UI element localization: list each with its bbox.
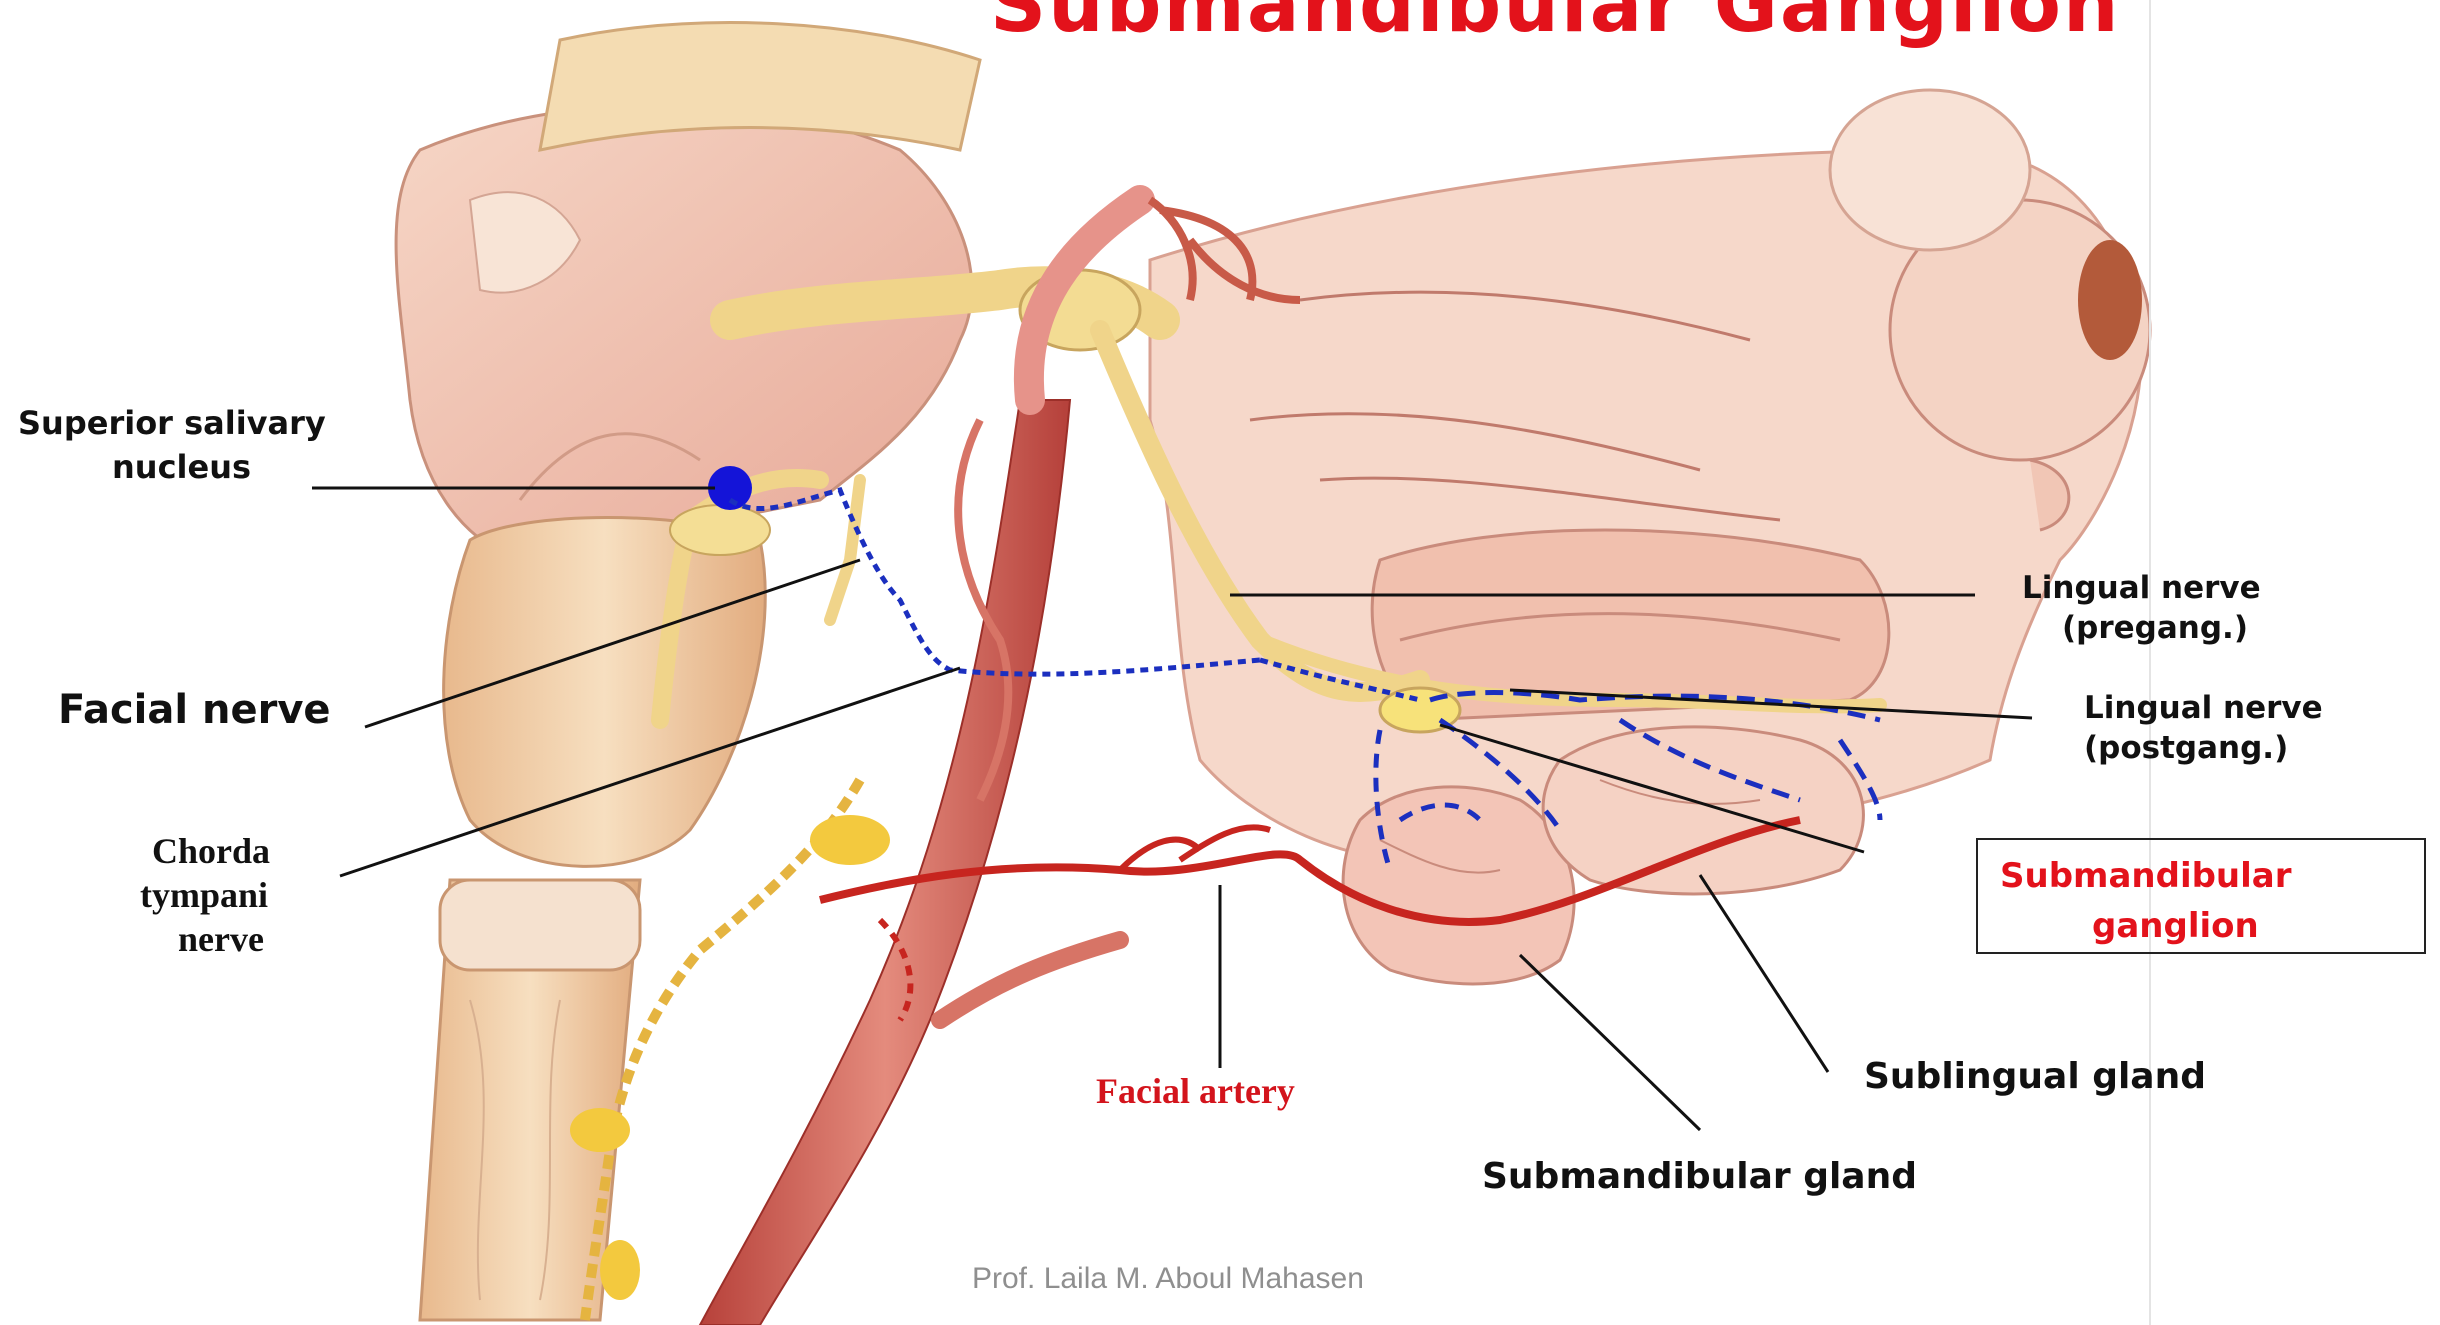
facial-artery-label: Facial artery [1096, 1070, 1295, 1112]
submandibular-gland-label: Submandibular gland [1482, 1156, 1917, 1197]
lingual-nerve-postgang-label-line2: (postgang.) [2084, 730, 2288, 766]
superior-salivary-nucleus-label-line2: nucleus [112, 448, 251, 486]
sublingual-gland-label: Sublingual gland [1864, 1056, 2206, 1097]
iris [2078, 240, 2142, 360]
lingual-nerve-pregang-label: Lingual nerve [2022, 570, 2261, 606]
author-credit: Prof. Laila M. Aboul Mahasen [972, 1262, 1364, 1296]
lingual-nerve-postgang-label: Lingual nerve [2084, 690, 2323, 726]
brainstem [444, 518, 766, 867]
superior-salivary-nucleus-label: Superior salivary [18, 404, 326, 442]
cerebellum [396, 105, 972, 560]
submandibular-gland-shape [1343, 787, 1574, 984]
submandibular-ganglion-label: Submandibular [2000, 856, 2292, 896]
chorda-tympani-label-line3: nerve [178, 918, 264, 960]
facial-nerve-label: Facial nerve [58, 687, 331, 733]
sublingual-gland-shape [1543, 727, 1863, 894]
lingual-nerve-pregang-label-line2: (pregang.) [2062, 610, 2248, 646]
chorda-tympani-label-line2: tympani [140, 874, 268, 916]
page-title: Submandibular Ganglion [990, 0, 2121, 50]
submandibular-ganglion-label-line2: ganglion [2092, 906, 2259, 946]
chorda-tympani-label: Chorda [152, 830, 270, 872]
